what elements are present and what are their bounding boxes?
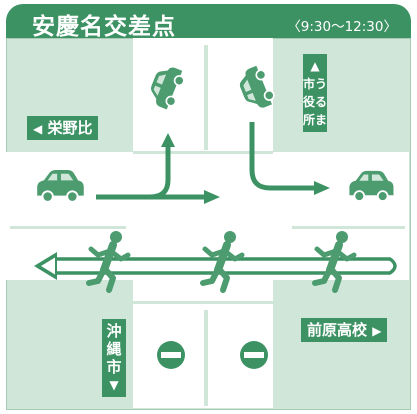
- direction-north-east-char: う: [315, 77, 328, 91]
- direction-west-text: 栄野比: [47, 119, 93, 137]
- no-entry-icon: [157, 341, 185, 369]
- direction-south-west-char: 沖: [106, 322, 122, 340]
- direction-north-east-char: 役: [303, 95, 316, 109]
- direction-north-east-char: る: [315, 95, 328, 109]
- direction-south-west-char: 縄: [106, 340, 122, 358]
- west-approach-arrow: [96, 133, 220, 204]
- arrow-right-icon: ▶: [372, 324, 382, 338]
- time-range: 〈9:30〜12:30〉: [287, 19, 397, 35]
- north-approach-arrow: [249, 122, 330, 195]
- lane-divider-west: [10, 226, 126, 229]
- no-entry-icon: [240, 341, 268, 369]
- direction-label-south-west: 沖 縄 市 ▼: [102, 319, 126, 397]
- direction-label-north-east: ▲ う る ま 市 役 所: [303, 54, 327, 132]
- direction-north-east-char: 市: [303, 77, 316, 91]
- header-bar: 安慶名交差点 〈9:30〜12:30〉: [6, 4, 411, 40]
- direction-north-east-char: 所: [303, 113, 316, 127]
- direction-label-west: ◀ 栄野比: [27, 116, 99, 140]
- lane-divider-east: [292, 226, 405, 229]
- arrow-down-icon: ▼: [109, 378, 119, 392]
- stop-line-north: [133, 151, 273, 154]
- lane-divider-south: [204, 310, 208, 406]
- intersection-title: 安慶名交差点: [32, 14, 176, 40]
- arrow-left-icon: ◀: [33, 122, 43, 136]
- direction-east-text: 前原高校: [307, 321, 368, 339]
- direction-south-west-char: 市: [106, 358, 122, 376]
- direction-label-east: 前原高校 ▶: [301, 318, 388, 342]
- stop-line-south: [133, 301, 273, 304]
- lane-divider-north: [204, 45, 208, 150]
- arrow-up-icon: ▲: [310, 59, 320, 73]
- direction-north-east-char: ま: [315, 113, 328, 127]
